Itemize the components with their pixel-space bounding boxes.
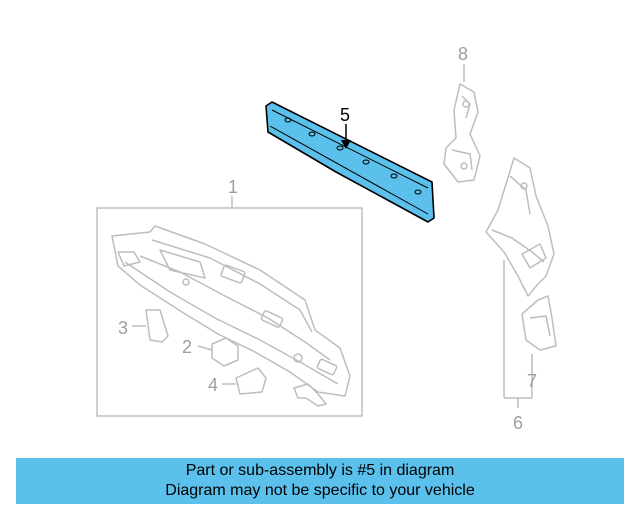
part-1-group-box	[96, 207, 363, 417]
callout-5: 5	[340, 105, 350, 125]
callout-3: 3	[118, 318, 128, 338]
callout-8: 8	[458, 44, 468, 64]
info-banner: Part or sub-assembly is #5 in diagram Di…	[16, 458, 624, 504]
banner-line-1: Part or sub-assembly is #5 in diagram	[185, 462, 455, 479]
part-1-rear-panel-group	[96, 196, 363, 417]
part-5-reinforcement-shape	[265, 101, 435, 223]
part-8-bracket-group	[443, 64, 481, 183]
callout-6: 6	[513, 413, 523, 433]
part-6-side-panel-shape	[485, 157, 555, 297]
part-5-reinforcement-group	[265, 101, 435, 223]
part-3-bracket-shape	[145, 309, 169, 343]
part-2-clip-shape	[211, 337, 239, 367]
part-4-bracket-shape	[235, 367, 267, 395]
part-8-bracket-shape	[443, 83, 481, 183]
part-7-bracket-shape	[521, 295, 557, 351]
callout-1: 1	[228, 177, 238, 197]
callout-2: 2	[182, 337, 192, 357]
banner-line-2: Diagram may not be specific to your vehi…	[165, 482, 475, 499]
part-6-side-panel-group	[485, 157, 557, 408]
callout-4: 4	[208, 375, 218, 395]
rear-panel-shape	[111, 225, 351, 397]
callout-7: 7	[527, 371, 537, 391]
